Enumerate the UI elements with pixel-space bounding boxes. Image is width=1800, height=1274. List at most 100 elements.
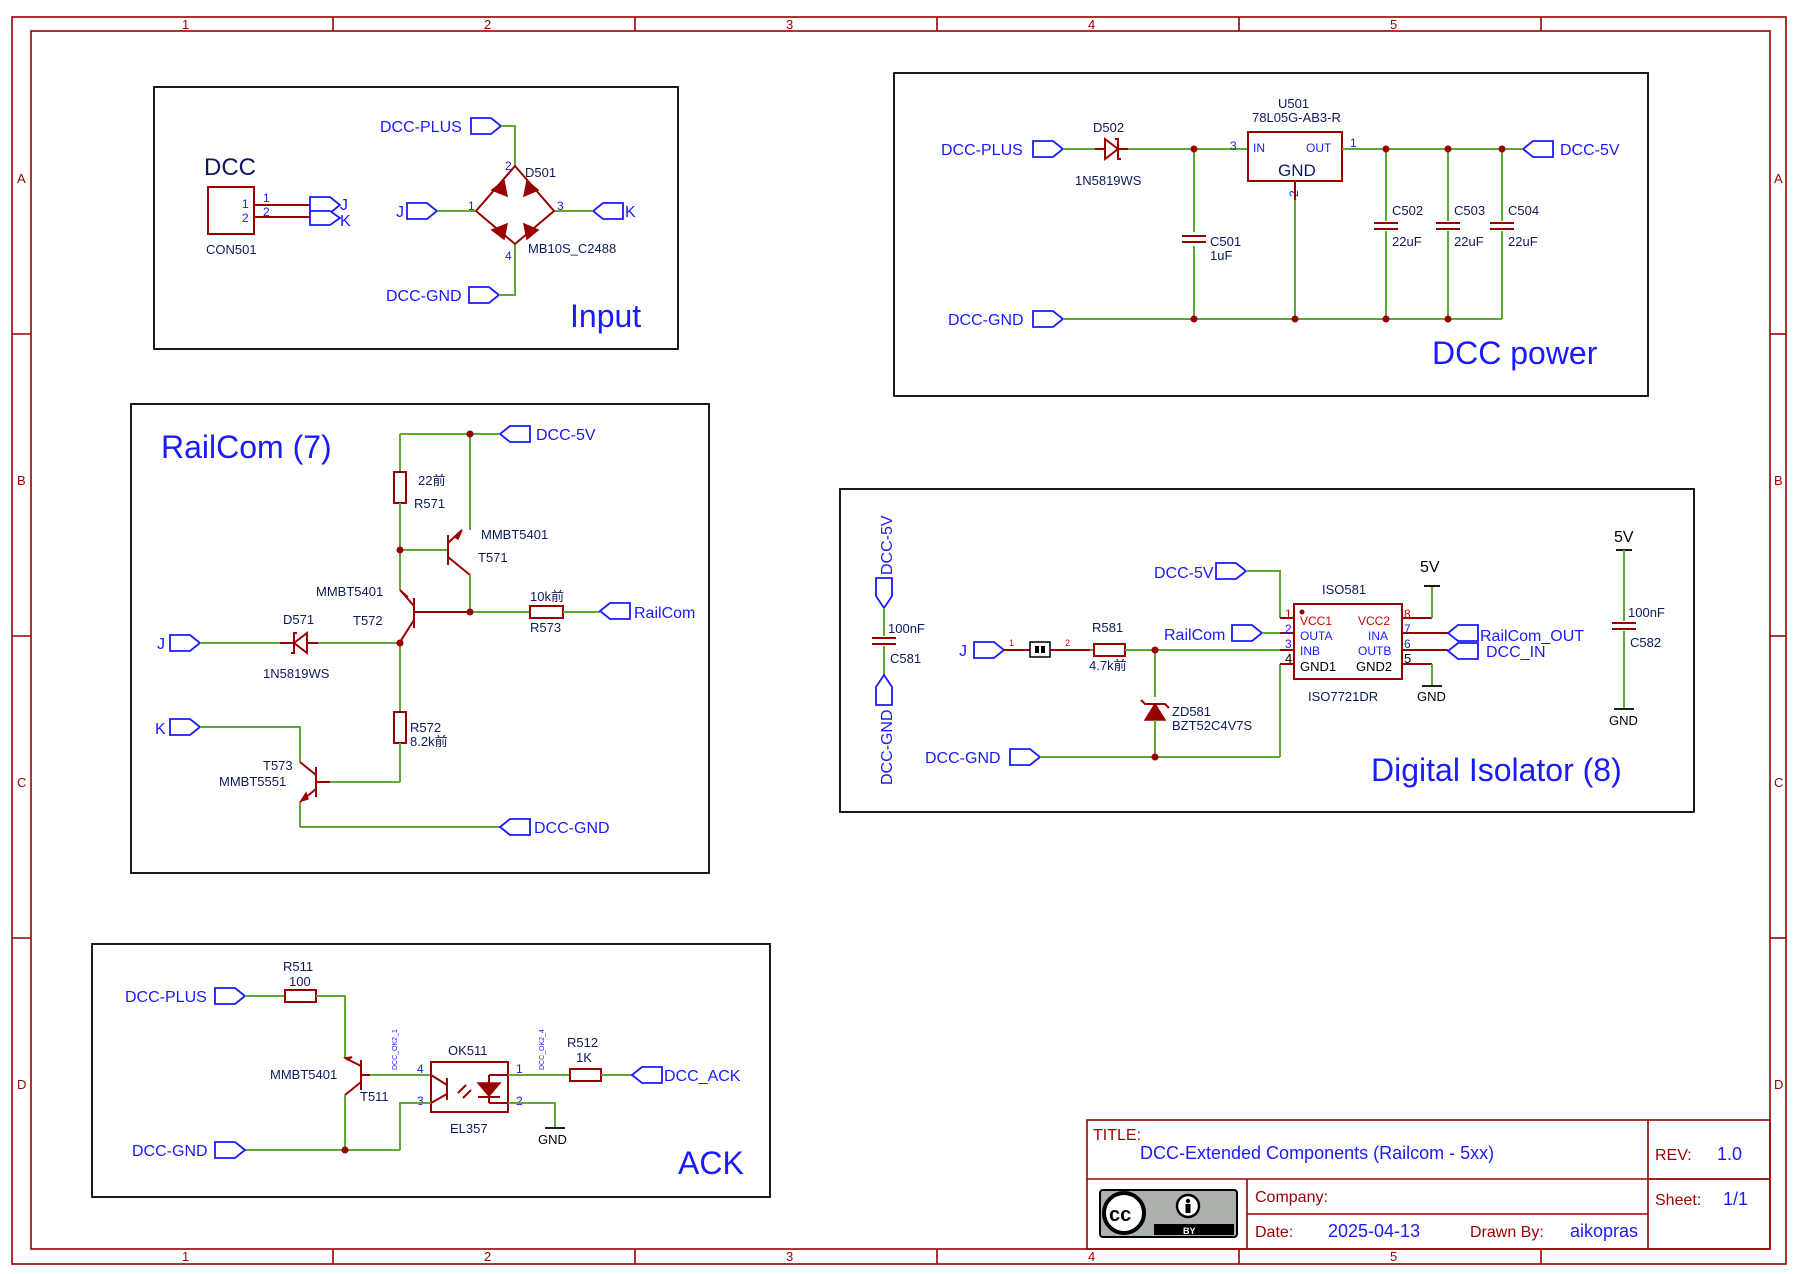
c582-val: 100nF [1628, 605, 1665, 620]
iso-ina: INA [1368, 629, 1388, 643]
bridge-pin-2: 2 [505, 159, 512, 173]
port-dcc-gnd-rc [498, 818, 531, 836]
connector-title: DCC [204, 154, 256, 181]
gnd-b: GND [1609, 713, 1638, 728]
bridge-part: MB10S_C2488 [528, 241, 616, 256]
resistor-r511 [284, 989, 317, 1003]
con-pin-2b: 2 [263, 205, 270, 219]
reg-pin-3: 3 [1230, 139, 1237, 153]
jumper-jp [1029, 641, 1051, 658]
gnd-a: GND [1417, 689, 1446, 704]
drawn-by-label: Drawn By: [1470, 1224, 1544, 1241]
port-dcc-5v-pwr [1521, 140, 1554, 158]
net-dcc-5v-pwr: DCC-5V [1560, 142, 1620, 159]
zone-row-d: D [17, 1077, 26, 1092]
c503-ref: C503 [1454, 203, 1485, 218]
reg-out: OUT [1306, 141, 1332, 155]
iso-part: ISO7721DR [1308, 689, 1378, 704]
net-j-iso: J [959, 643, 967, 660]
r511-val: 100 [289, 974, 311, 989]
t571-part: MMBT5401 [481, 527, 548, 542]
optocoupler-ok511 [430, 1061, 509, 1113]
net-j-bridge: J [396, 204, 404, 221]
net-dcc-ok2-4: DCC_OK2_4 [539, 1029, 546, 1070]
c581-ref: C581 [890, 651, 921, 666]
zd581-ref: ZD581 [1172, 704, 1211, 719]
zone-col-2-bottom: 2 [484, 1249, 491, 1264]
con-pin-2: 2 [242, 211, 249, 225]
net-dcc-5v-rc: DCC-5V [536, 427, 596, 444]
r572-ref: R572 [410, 720, 441, 735]
iso-outa: OUTA [1300, 629, 1332, 643]
c581-val: 100nF [888, 621, 925, 636]
zener-zd581 [1143, 702, 1167, 721]
c504-val: 22uF [1508, 234, 1538, 249]
ack-circuit: DCC-PLUS R511 100 MMBT5401 T511 DCC_OK2_… [125, 959, 741, 1160]
port-dcc-ack [630, 1066, 663, 1084]
c501-ref: C501 [1210, 234, 1241, 249]
port-dcc-gnd-vert [875, 673, 893, 706]
zone-row-b: B [17, 473, 26, 488]
iso-pin-5: 5 [1404, 651, 1411, 666]
con-pin-1: 1 [242, 197, 249, 211]
c504-ref: C504 [1508, 203, 1539, 218]
date-value: 2025-04-13 [1328, 1221, 1420, 1241]
ok511-ref: OK511 [448, 1043, 488, 1058]
iso-outb: OUTB [1358, 644, 1391, 658]
zone-row-c-right: C [1774, 775, 1783, 790]
iso-pin-6: 6 [1404, 637, 1411, 651]
net-dcc-plus-in: DCC-PLUS [380, 119, 462, 136]
t511-part: MMBT5401 [270, 1067, 337, 1082]
railcom-section-box [130, 403, 710, 874]
t511-ref: T511 [360, 1089, 389, 1104]
ok-pin-1: 1 [516, 1062, 523, 1076]
ack-section-title: ACK [678, 1145, 744, 1181]
port-dcc-5v-vert [875, 577, 893, 610]
bridge-pin-4: 4 [505, 249, 512, 263]
zone-col-3: 3 [786, 17, 793, 32]
iso-vcc1: VCC1 [1300, 614, 1332, 628]
zone-row-c: C [17, 775, 26, 790]
isolator-section-title: Digital Isolator (8) [1371, 752, 1622, 788]
jumper-pin-1: 1 [1009, 638, 1014, 648]
port-j-rc [169, 634, 202, 652]
iso-pin-4: 4 [1285, 651, 1292, 666]
zone-col-3-bottom: 3 [786, 1249, 793, 1264]
net-dcc-plus-pwr: DCC-PLUS [941, 142, 1023, 159]
net-j-con: J [340, 197, 348, 214]
net-dcc-gnd-in: DCC-GND [386, 288, 462, 305]
gnd-ack: GND [538, 1132, 567, 1147]
r581-val: 4.7k前 [1089, 658, 1127, 673]
railcom-section-title: RailCom (7) [161, 429, 332, 465]
dcc-power-circuit: DCC-PLUS DCC-GND DCC-5V D502 1N5819WS U5… [941, 96, 1620, 329]
input-section-box [153, 86, 679, 350]
port-k-bridge [591, 202, 624, 220]
reg-gnd-label: GND [1278, 161, 1316, 180]
ok-pin-2: 2 [516, 1094, 523, 1108]
title-label: TITLE: [1093, 1127, 1141, 1144]
diode-d502-ref: D502 [1093, 120, 1124, 135]
reg-part: 78L05G-AB3-R [1252, 110, 1341, 125]
resistor-r581 [1093, 643, 1126, 657]
net-dcc-5v-iso: DCC-5V [1154, 565, 1214, 582]
t573-ref: T573 [263, 758, 293, 773]
port-dcc-5v-iso [1215, 562, 1248, 580]
iso-pin-1: 1 [1285, 607, 1292, 621]
jumper-pin-2: 2 [1065, 638, 1070, 648]
c503-val: 22uF [1454, 234, 1484, 249]
port-dcc-5v-rc [498, 425, 531, 443]
port-k-rc [169, 718, 202, 736]
zone-col-4: 4 [1088, 17, 1095, 32]
port-railcom [598, 602, 631, 620]
t571-ref: T571 [478, 550, 508, 565]
net-dcc-gnd-iso: DCC-GND [925, 750, 1001, 767]
port-j-iso [973, 641, 1006, 659]
iso-gnd1: GND1 [1300, 659, 1336, 674]
port-dcc-gnd-pwr [1032, 310, 1065, 328]
r573-val: 10k前 [530, 589, 564, 604]
bridge-pin-3: 3 [557, 199, 564, 213]
ok511-part: EL357 [450, 1121, 488, 1136]
zone-row-d-right: D [1774, 1077, 1783, 1092]
net-railcom: RailCom [634, 605, 695, 622]
reg-in: IN [1253, 141, 1265, 155]
